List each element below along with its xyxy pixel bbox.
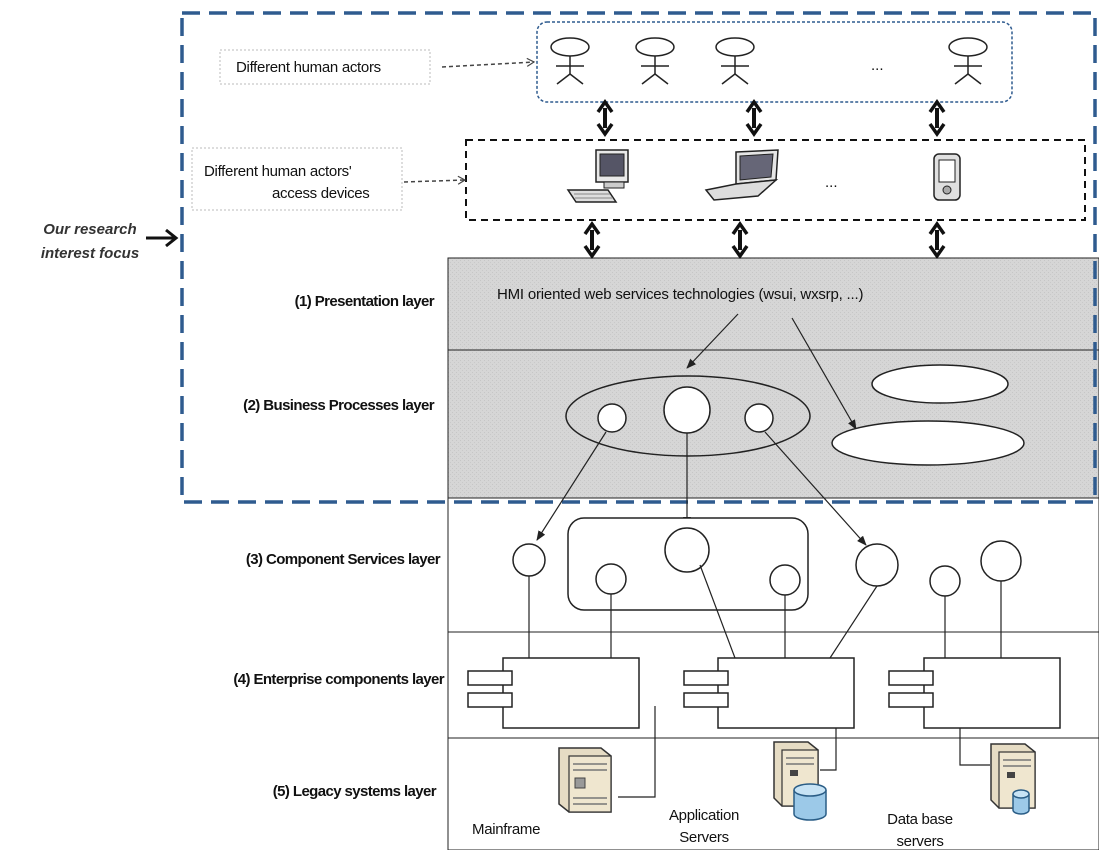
layer-label-presentation: (1) Presentation layer (295, 293, 435, 310)
service-circle (664, 527, 710, 573)
database-servers-label-line1: Data base (887, 811, 953, 828)
double-arrow-icon (583, 220, 601, 260)
focus-label-line2: interest focus (41, 245, 139, 262)
double-arrow-icon (731, 220, 749, 260)
service-circle (980, 540, 1022, 582)
flow-arrow (791, 317, 857, 430)
focus-arrow (146, 228, 179, 248)
actor-icon (715, 37, 755, 85)
enterprise-component (467, 657, 640, 729)
actors-group (536, 21, 1013, 103)
double-arrow-icon (596, 98, 614, 138)
devices-label-box (191, 147, 403, 211)
process-ellipse (831, 420, 1025, 466)
application-servers-label-line2: Servers (679, 829, 729, 846)
actors-label-arrow (441, 57, 536, 68)
layer-label-legacy-systems: (5) Legacy systems layer (273, 783, 437, 800)
service-circle (512, 543, 546, 577)
service-circle (744, 403, 774, 433)
laptop-icon (704, 149, 779, 201)
enterprise-component (683, 657, 855, 729)
devices-label-line1: Different human actors' (204, 163, 352, 180)
service-circle (769, 564, 801, 596)
double-arrow-icon (928, 220, 946, 260)
layer-label-enterprise-components: (4) Enterprise components layer (233, 671, 444, 688)
devices-label-arrow (403, 175, 467, 185)
actors-label-box (219, 49, 431, 85)
mainframe-label: Mainframe (472, 821, 540, 838)
database-servers-label-line2: servers (896, 833, 943, 850)
flow-arrow (764, 431, 867, 546)
devices-label-line2: access devices (272, 185, 370, 202)
double-arrow-icon (745, 98, 763, 138)
flow-arrow (686, 313, 739, 369)
service-circle (595, 563, 627, 595)
devices-ellipsis: ... (825, 174, 838, 191)
presentation-technologies: HMI oriented web services technologies (… (497, 286, 863, 303)
application-servers-label-line1: Application (669, 807, 739, 824)
actors-label: Different human actors (236, 59, 381, 76)
actors-ellipsis: ... (871, 57, 884, 74)
service-connections (528, 564, 1002, 659)
flow-arrow (536, 431, 607, 541)
legacy-connections (618, 706, 990, 798)
service-circle (929, 565, 961, 597)
actor-icon (550, 37, 590, 85)
double-arrow-icon (928, 98, 946, 138)
desktop-computer-icon (566, 149, 629, 203)
enterprise-component (888, 657, 1061, 729)
application-server-icon (773, 741, 827, 821)
pda-icon (933, 153, 961, 201)
service-circle (597, 403, 627, 433)
database-server-icon (990, 743, 1036, 815)
layer-label-component-services: (3) Component Services layer (246, 551, 441, 568)
service-circle (663, 386, 711, 434)
focus-label-line1: Our research (43, 221, 136, 238)
layer-label-business-processes: (2) Business Processes layer (243, 397, 435, 414)
actor-icon (948, 37, 988, 85)
process-ellipse (871, 364, 1009, 404)
service-circle (855, 543, 899, 587)
presentation-layer-band (447, 257, 1099, 351)
actor-icon (635, 37, 675, 85)
mainframe-server-icon (558, 747, 612, 813)
